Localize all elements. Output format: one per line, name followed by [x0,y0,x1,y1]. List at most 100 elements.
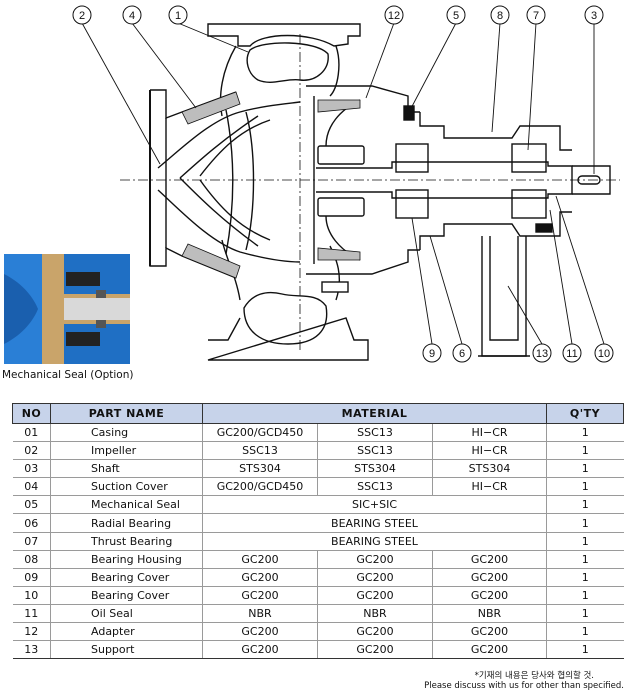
part-qty: 1 [546,640,624,660]
part-no: 13 [12,640,51,660]
part-name: Bearing Housing [50,550,203,569]
part-name: Bearing Cover [50,568,203,587]
callout-1: 1 [175,10,181,22]
part-name: Oil Seal [50,604,203,624]
material-hi-cr: GC200 [432,568,547,587]
material-hi-cr: HI−CR [432,423,547,443]
part-no: 07 [12,532,51,551]
header-part-name: PART NAME [50,403,203,424]
part-qty: 1 [546,441,624,461]
callout-12: 12 [388,10,400,22]
part-no: 03 [12,459,51,479]
material-cast-iron: GC200 [202,640,318,660]
material-hi-cr: STS304 [432,459,547,479]
part-qty: 1 [546,423,624,443]
table-header-row: NO PART NAME MATERIAL Q'TY [12,403,624,424]
part-name: Radial Bearing [50,513,203,533]
part-no: 12 [12,622,51,642]
material-cast-iron: STS304 [202,459,318,479]
material-cast-iron: GC200 [202,622,318,642]
material-cast-steel: SSC13 [317,423,433,443]
material-hi-cr: HI−CR [432,441,547,461]
material-cast-steel: GC200 [317,640,433,660]
part-qty: 1 [546,495,624,515]
material-all: SIC+SIC [202,495,547,515]
part-qty: 1 [546,550,624,569]
callout-5: 5 [453,10,459,22]
part-qty: 1 [546,477,624,497]
part-no: 09 [12,568,51,587]
part-name: Impeller [50,441,203,461]
part-name: Adapter [50,622,203,642]
material-hi-cr: GC200 [432,640,547,660]
part-no: 01 [12,423,51,443]
callout-9: 9 [429,348,435,360]
note-english: Please discuss with us for other than sp… [424,681,624,691]
material-cast-iron: GC200/GCD450 [202,477,318,497]
pump-cross-section-drawing: 2 4 1 12 5 8 7 3 9 6 13 11 10 [72,5,620,363]
part-qty: 1 [546,513,624,533]
part-name: Thrust Bearing [50,532,203,551]
part-name: Shaft [50,459,203,479]
material-hi-cr: HI−CR [432,477,547,497]
material-cast-steel: GC200 [317,586,433,605]
callout-8: 8 [497,10,503,22]
material-hi-cr: GC200 [432,586,547,605]
callout-3: 3 [591,10,597,22]
material-hi-cr: NBR [432,604,547,624]
material-cast-steel: SSC13 [317,477,433,497]
material-hi-cr: GC200 [432,622,547,642]
callout-11: 11 [566,348,577,360]
callout-7: 7 [533,10,539,22]
part-name: Bearing Cover [50,586,203,605]
part-no: 08 [12,550,51,569]
material-cast-steel: GC200 [317,568,433,587]
callout-10: 10 [598,348,610,360]
part-name: Casing [50,423,203,443]
material-cast-steel: SSC13 [317,441,433,461]
callout-6: 6 [459,348,465,360]
part-no: 10 [12,586,51,605]
part-no: 06 [12,513,51,533]
material-all: BEARING STEEL [202,532,547,551]
part-qty: 1 [546,604,624,624]
part-qty: 1 [546,622,624,642]
material-cast-steel: NBR [317,604,433,624]
header-material: MATERIAL [202,403,547,424]
material-cast-iron: SSC13 [202,441,318,461]
part-name: Mechanical Seal [50,495,203,515]
material-cast-iron: GC200/GCD450 [202,423,318,443]
part-name: Support [50,640,203,660]
material-cast-iron: GC200 [202,586,318,605]
part-no: 05 [12,495,51,515]
header-no: NO [12,403,51,424]
material-cast-steel: GC200 [317,550,433,569]
part-qty: 1 [546,586,624,605]
material-all: BEARING STEEL [202,513,547,533]
callout-4: 4 [129,10,135,22]
note-korean: *기재의 내용은 당사와 협의할 것. [474,671,594,681]
material-cast-steel: STS304 [317,459,433,479]
callout-13: 13 [536,348,548,360]
part-no: 04 [12,477,51,497]
part-name: Suction Cover [50,477,203,497]
part-no: 11 [12,604,51,624]
material-cast-steel: GC200 [317,622,433,642]
part-no: 02 [12,441,51,461]
callout-2: 2 [79,10,85,22]
material-cast-iron: NBR [202,604,318,624]
part-qty: 1 [546,532,624,551]
